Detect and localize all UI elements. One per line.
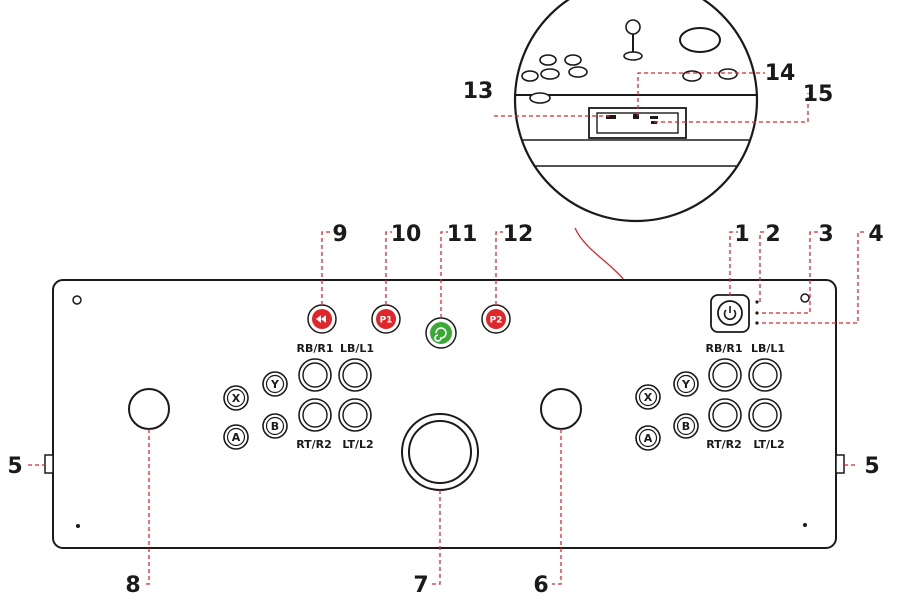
right-lb-button[interactable] — [748, 358, 782, 392]
right-x-label: X — [644, 391, 653, 404]
callout-10: 10 — [391, 222, 422, 247]
right-a-button[interactable]: A — [635, 425, 661, 451]
home-button[interactable] — [425, 317, 457, 349]
p2-button[interactable]: P2 — [481, 304, 511, 334]
callout-4: 4 — [868, 222, 883, 247]
rewind-icon — [316, 315, 326, 323]
callout-3: 3 — [818, 222, 833, 247]
callout-numbers: 1 2 3 4 5 5 6 7 8 9 10 11 12 13 14 15 — [7, 61, 883, 598]
p1-button[interactable]: P1 — [371, 304, 401, 334]
left-rt-button[interactable] — [298, 398, 332, 432]
right-rt-r2-label: RT/R2 — [706, 438, 742, 451]
right-rb-r1-label: RB/R1 — [706, 342, 743, 355]
left-rt-r2-label: RT/R2 — [296, 438, 332, 451]
left-lt-l2-label: LT/L2 — [342, 438, 373, 451]
swirl-icon — [434, 327, 447, 342]
right-lt-button[interactable] — [748, 398, 782, 432]
right-rt-button[interactable] — [708, 398, 742, 432]
callout-2: 2 — [765, 222, 780, 247]
callout-9: 9 — [332, 222, 347, 247]
callout-12: 12 — [503, 222, 534, 247]
left-a-label: A — [232, 431, 241, 444]
leader-lines — [28, 72, 867, 585]
right-side-port — [835, 454, 845, 474]
right-lt-l2-label: LT/L2 — [753, 438, 784, 451]
screw — [803, 523, 807, 527]
left-lt-button[interactable] — [338, 398, 372, 432]
callout-14: 14 — [765, 61, 796, 86]
callout-13: 13 — [463, 79, 494, 104]
screw — [72, 295, 82, 305]
left-a-button[interactable]: A — [223, 424, 249, 450]
callout-11: 11 — [447, 222, 478, 247]
left-y-label: Y — [270, 378, 280, 391]
indicator-led — [755, 321, 759, 325]
p2-label: P2 — [490, 316, 503, 326]
callout-6: 6 — [533, 573, 548, 598]
screw — [800, 293, 810, 303]
left-rb-button[interactable] — [298, 358, 332, 392]
left-b-button[interactable]: B — [262, 413, 288, 439]
p1-label: P1 — [380, 316, 393, 326]
callout-8: 8 — [125, 573, 140, 598]
right-x-button[interactable]: X — [635, 384, 661, 410]
left-x-button[interactable]: X — [223, 385, 249, 411]
callout-5-left: 5 — [7, 454, 22, 479]
right-large-button[interactable] — [540, 388, 582, 430]
callout-1: 1 — [734, 222, 749, 247]
left-side-port — [44, 454, 54, 474]
zoom-detail-view — [513, 0, 759, 223]
power-button[interactable] — [710, 294, 750, 333]
right-y-button[interactable]: Y — [673, 371, 699, 397]
right-b-button[interactable]: B — [673, 413, 699, 439]
left-rb-r1-label: RB/R1 — [297, 342, 334, 355]
right-b-label: B — [682, 420, 690, 433]
right-button-cluster: X Y A B — [635, 342, 785, 451]
joystick[interactable] — [401, 413, 479, 491]
left-button-cluster: X Y A B — [223, 342, 374, 451]
left-lb-l1-label: LB/L1 — [340, 342, 374, 355]
indicator-led — [755, 311, 759, 315]
callout-15: 15 — [803, 82, 834, 107]
zoom-connector-line — [574, 227, 625, 281]
left-large-button[interactable] — [128, 388, 170, 430]
left-y-button[interactable]: Y — [262, 371, 288, 397]
callout-5-right: 5 — [864, 454, 879, 479]
right-y-label: Y — [681, 378, 691, 391]
indicator-led — [755, 300, 759, 304]
left-x-label: X — [232, 392, 241, 405]
left-b-label: B — [271, 420, 279, 433]
right-lb-l1-label: LB/L1 — [751, 342, 785, 355]
power-icon — [723, 306, 737, 321]
left-lb-button[interactable] — [338, 358, 372, 392]
right-a-label: A — [644, 432, 653, 445]
right-rb-button[interactable] — [708, 358, 742, 392]
rewind-button[interactable] — [307, 304, 337, 334]
screw — [76, 524, 80, 528]
callout-7: 7 — [413, 573, 428, 598]
